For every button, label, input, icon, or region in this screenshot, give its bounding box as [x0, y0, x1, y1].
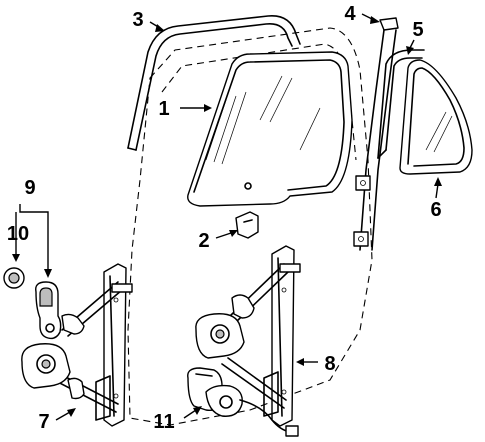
callout-9: 9 [24, 177, 35, 199]
glass-bracket-part [235, 211, 259, 239]
callout-11: 11 [153, 411, 174, 433]
door-glass-part [187, 51, 353, 207]
quarter-glass-part [399, 59, 473, 175]
manual-window-regulator-part [21, 263, 133, 427]
window-motor-part [187, 367, 299, 437]
power-window-regulator-part [195, 245, 301, 427]
callout-7: 7 [38, 411, 49, 433]
regulator-handle-part [35, 281, 62, 340]
division-bar-part [353, 17, 399, 251]
callout-3: 3 [132, 9, 143, 31]
callout-6: 6 [430, 199, 441, 221]
callout-labels: 1 2 3 4 5 6 7 8 9 10 11 [7, 3, 442, 433]
handle-clip-part [3, 267, 25, 289]
callout-8: 8 [324, 353, 335, 375]
callout-10: 10 [7, 223, 29, 245]
glass-run-channel-part [127, 15, 301, 151]
callout-5: 5 [412, 19, 423, 41]
callout-leaders [12, 13, 442, 421]
callout-1: 1 [158, 98, 169, 120]
callout-4: 4 [344, 3, 356, 25]
callout-2: 2 [198, 230, 209, 252]
